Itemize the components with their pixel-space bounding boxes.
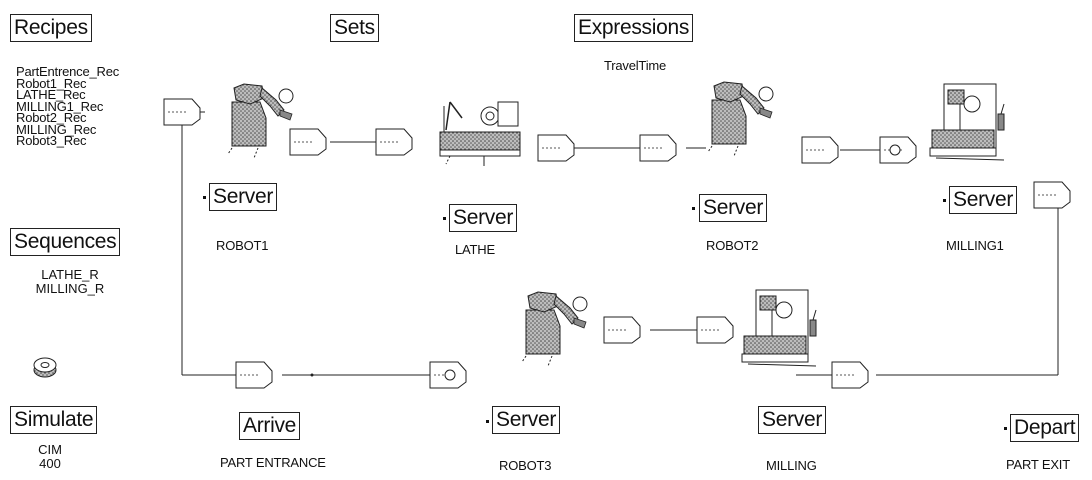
- recipes-header[interactable]: Recipes: [10, 14, 92, 42]
- milling-server-block[interactable]: Server: [758, 406, 826, 434]
- lathe-machine-icon: [440, 102, 520, 166]
- module-marker: [692, 207, 695, 210]
- milling1-server-block[interactable]: Server: [949, 186, 1017, 214]
- list-item[interactable]: LATHE_R: [28, 268, 112, 282]
- recipes-list: PartEntrence_Rec Robot1_Rec LATHE_Rec MI…: [16, 66, 119, 147]
- simulate-model: CIM: [30, 443, 70, 457]
- depart-label: PART EXIT: [1006, 457, 1070, 472]
- robot3-server-block[interactable]: Server: [492, 406, 560, 434]
- list-item[interactable]: MILLING_R: [28, 282, 112, 296]
- disk-icon: [890, 145, 900, 155]
- expression-item[interactable]: TravelTime: [604, 58, 666, 73]
- module-marker: [486, 420, 489, 423]
- arrive-block[interactable]: Arrive: [239, 412, 300, 440]
- simulate-info: CIM 400: [30, 443, 70, 471]
- milling-machine-icon: [742, 290, 816, 366]
- robot2-label: ROBOT2: [706, 238, 758, 253]
- simulate-count: 400: [30, 457, 70, 471]
- module-marker: [1004, 427, 1007, 430]
- module-marker: [203, 196, 206, 199]
- robot-arm-icon: [228, 84, 293, 158]
- lathe-server-block[interactable]: Server: [449, 204, 517, 232]
- robot1-label: ROBOT1: [216, 238, 268, 253]
- depart-block[interactable]: Depart: [1010, 414, 1079, 442]
- expressions-header[interactable]: Expressions: [574, 14, 693, 42]
- milling-label: MILLING: [766, 458, 817, 473]
- robot-arm-icon: [522, 292, 587, 366]
- robot3-label: ROBOT3: [499, 458, 551, 473]
- list-item[interactable]: Robot3_Rec: [16, 135, 119, 147]
- milling-machine-icon: [930, 84, 1004, 160]
- sequences-header[interactable]: Sequences: [10, 228, 120, 256]
- disk-icon: [445, 370, 455, 380]
- arrive-label: PART ENTRANCE: [220, 455, 326, 470]
- sets-header[interactable]: Sets: [330, 14, 379, 42]
- robot2-server-block[interactable]: Server: [699, 194, 767, 222]
- robot1-server-block[interactable]: Server: [209, 183, 277, 211]
- module-marker: [443, 217, 446, 220]
- sequences-list: LATHE_R MILLING_R: [28, 268, 112, 296]
- disk-icon[interactable]: [34, 358, 56, 377]
- lathe-label: LATHE: [455, 242, 495, 257]
- milling1-label: MILLING1: [946, 238, 1004, 253]
- simulate-header[interactable]: Simulate: [10, 406, 97, 434]
- module-marker: [943, 199, 946, 202]
- robot-arm-icon: [708, 82, 773, 156]
